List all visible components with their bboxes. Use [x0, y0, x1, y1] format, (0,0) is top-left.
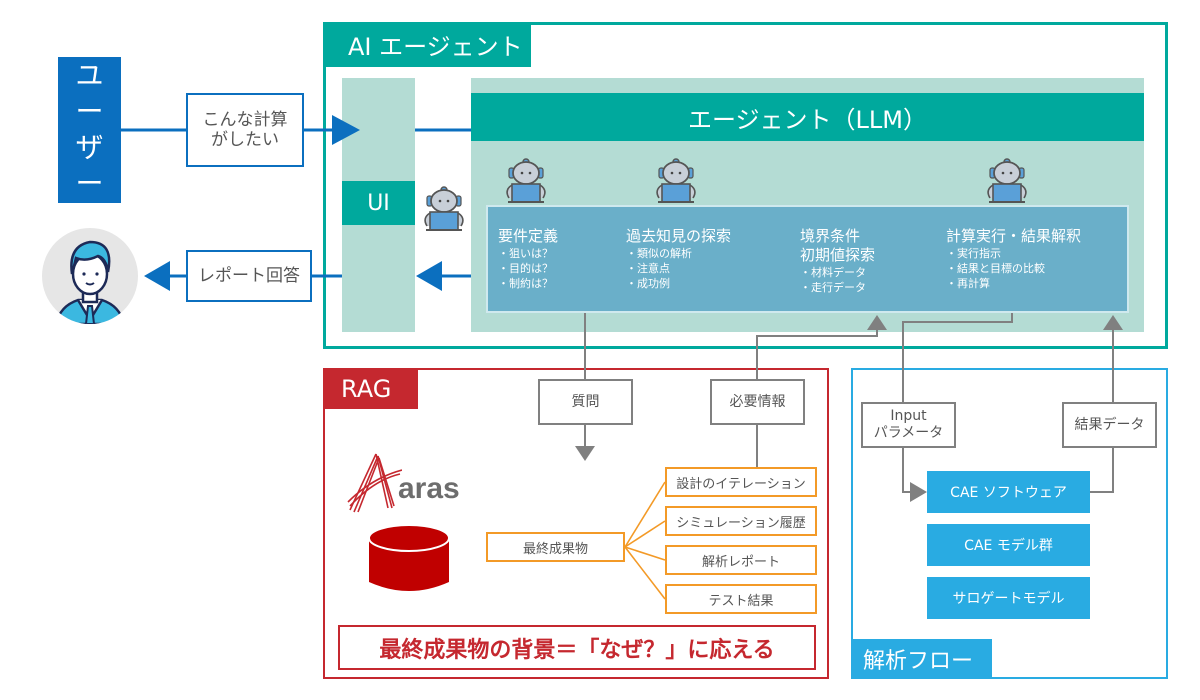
task-requirements: 要件定義 ・狙いは？ ・目的は？ ・制約は？ [498, 227, 558, 291]
task-bullet: ・材料データ [800, 266, 866, 279]
user-char: ー [75, 167, 104, 200]
aras-logo-text: aras [398, 472, 460, 505]
user-avatar-icon [42, 228, 138, 324]
rag-note: 最終成果物の背景＝「なぜ？」に応える [338, 625, 816, 670]
llm-title: エージェント（LLM） [471, 93, 1144, 141]
task-past-knowledge: 過去知見の探索 ・類似の解析 ・注意点 ・成功例 [626, 227, 731, 291]
task-bullet: ・実行指示 [946, 247, 1001, 260]
task-title: 計算実行・結果解釈 [946, 227, 1082, 245]
user-char: ザ [75, 131, 104, 164]
task-bullet: ・走行データ [800, 281, 866, 294]
task-bullet: ・注意点 [626, 262, 670, 275]
report-label: レポート回答 [186, 250, 312, 302]
user-char: ー [75, 95, 104, 128]
request-line-1: こんな計算 [202, 109, 288, 130]
task-bullet: ・結果と目標の比較 [946, 262, 1045, 275]
task-title: 初期値探索 [800, 246, 876, 264]
rag-child-node: シミュレーション履歴 [665, 506, 817, 536]
task-bullet: ・再計算 [946, 277, 990, 290]
result-data-label: 結果データ [1062, 402, 1157, 448]
task-bullet: ・成功例 [626, 277, 670, 290]
task-bullet: ・類似の解析 [626, 247, 692, 260]
user-label: ユ ー ザ ー [58, 57, 121, 203]
task-title: 要件定義 [498, 227, 559, 245]
rag-child-node: 解析レポート [665, 545, 817, 575]
analysis-flow-title: 解析フロー [851, 639, 992, 679]
rag-title: RAG [323, 368, 418, 409]
task-title: 境界条件 [800, 227, 861, 245]
aras-logo-icon [346, 450, 403, 520]
database-icon [368, 524, 450, 600]
request-line-2: がしたい [211, 130, 279, 150]
task-panel: 要件定義 ・狙いは？ ・目的は？ ・制約は？ 過去知見の探索 ・類似の解析 ・注… [486, 205, 1129, 313]
rag-child-node: テスト結果 [665, 584, 817, 614]
cae-software-box: CAE ソフトウェア [927, 471, 1090, 513]
task-bullet: ・制約は？ [498, 277, 553, 290]
request-label: こんな計算 がしたい [186, 93, 304, 167]
ai-agent-title: AI エージェント [323, 22, 531, 67]
input-params-label: Input パラメータ [861, 402, 956, 448]
task-boundary-conditions: 境界条件 初期値探索 ・材料データ ・走行データ [800, 227, 875, 295]
report-arrowhead-icon [144, 261, 170, 291]
ai-agent-frame [323, 22, 1168, 349]
task-bullet: ・狙いは？ [498, 247, 553, 260]
needed-info-label: 必要情報 [710, 379, 805, 425]
question-label: 質問 [538, 379, 633, 425]
cae-models-box: CAE モデル群 [927, 524, 1090, 566]
task-execution: 計算実行・結果解釈 ・実行指示 ・結果と目標の比較 ・再計算 [946, 227, 1081, 291]
user-char: ユ [75, 59, 104, 92]
input-line-2: パラメータ [873, 425, 944, 441]
task-title: 過去知見の探索 [626, 227, 732, 245]
rag-child-node: 設計のイテレーション [665, 467, 817, 497]
input-line-1: Input [890, 408, 927, 425]
ui-label: UI [342, 181, 415, 225]
rag-frame [323, 368, 829, 679]
task-bullet: ・目的は？ [498, 262, 553, 275]
surrogate-model-box: サロゲートモデル [927, 577, 1090, 619]
final-deliverable-node: 最終成果物 [486, 532, 625, 562]
